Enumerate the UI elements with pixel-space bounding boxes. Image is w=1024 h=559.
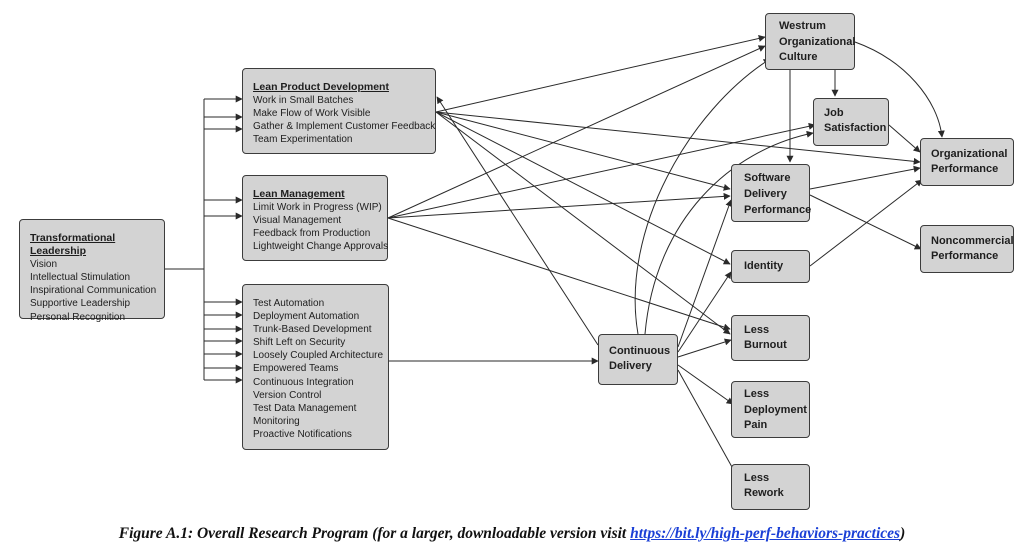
job-satisfaction-box: Job Satisfaction (813, 98, 889, 146)
lm-item-visual-management: Visual Management (253, 215, 342, 227)
pain-line-1: Less (744, 388, 770, 400)
woc-line-3: Culture (779, 51, 818, 63)
tl-item-inspirational-communication: Inspirational Communication (30, 285, 157, 297)
sdp-line-2: Delivery (744, 188, 787, 200)
lean-management-box: Lean Management Limit Work in Progress (… (242, 175, 388, 261)
js-line-1: Job (824, 107, 844, 119)
tech-item-version-control: Version Control (253, 389, 322, 401)
cd-line-2: Delivery (609, 360, 652, 372)
burnout-line-1: Less (744, 324, 770, 336)
lean-management-title: Lean Management (253, 188, 345, 200)
sdp-line-1: Software (744, 172, 791, 184)
edge-woc-op (854, 41, 945, 138)
tech-item-loosely-coupled: Loosely Coupled Architecture (253, 350, 384, 362)
sdp-line-3: Performance (744, 204, 812, 216)
lean-product-development-title: Lean Product Development (253, 81, 389, 93)
figure-caption: Figure A.1: Overall Research Program (fo… (0, 525, 1024, 543)
tl-item-supportive-leadership: Supportive Leadership (30, 298, 131, 310)
identity-line-1: Identity (744, 260, 784, 272)
software-delivery-performance-box: Software Delivery Performance (731, 164, 812, 222)
pain-line-2: Deployment (744, 403, 807, 416)
lpd-item-customer-feedback: Gather & Implement Customer Feedback (253, 121, 436, 133)
edge-cd-rework (677, 369, 738, 477)
edge-sdp-ncp (809, 194, 922, 250)
edge-lpd-identity (435, 111, 731, 265)
edge-identity-op (809, 179, 923, 267)
edge-sdp-op (809, 165, 921, 190)
tl-item-intellectual-stimulation: Intellectual Stimulation (30, 272, 131, 284)
tech-item-continuous-integration: Continuous Integration (253, 376, 354, 388)
edge-lm-js (387, 122, 816, 219)
tech-item-deployment-automation: Deployment Automation (253, 311, 360, 323)
edge-cd-lpd (436, 96, 599, 346)
tech-item-proactive-notifications: Proactive Notifications (253, 428, 352, 440)
lm-item-change-approvals: Lightweight Change Approvals (253, 241, 389, 253)
lpd-item-team-experimentation: Team Experimentation (253, 134, 353, 146)
ncp-line-2: Performance (931, 250, 999, 262)
ncp-line-1: Noncommercial (931, 235, 1014, 247)
rework-line-2: Rework (744, 487, 784, 499)
less-deployment-pain-box: Less Deployment Pain (731, 381, 810, 438)
transformational-leadership-title: Transformational Leadership (30, 232, 116, 258)
edge-lm-sdp (387, 192, 731, 219)
woc-line-2: Organizational (779, 35, 856, 48)
lm-item-limit-wip: Limit Work in Progress (WIP) (253, 202, 382, 214)
edge-cd-js (644, 130, 814, 335)
tl-item-personal-recognition: Personal Recognition (30, 311, 126, 323)
edge-cd-pain (677, 364, 734, 405)
tech-item-trunk-based: Trunk-Based Development (253, 324, 372, 336)
op-line-1: Organizational (931, 148, 1008, 160)
tech-item-test-automation: Test Automation (253, 298, 325, 309)
cd-line-1: Continuous (609, 345, 671, 357)
caption-text: Figure A.1: Overall Research Program (fo… (118, 525, 631, 542)
burnout-line-2: Burnout (744, 339, 787, 351)
edge-lpd-sdp (435, 111, 731, 191)
tech-item-empowered-teams: Empowered Teams (253, 363, 339, 375)
technical-practices-box: Test Automation Deployment Automation Tr… (242, 284, 389, 450)
tl-item-vision: Vision (30, 259, 58, 271)
edge-cd-woc (634, 58, 771, 335)
tech-item-test-data-management: Test Data Management (253, 402, 357, 414)
caption-link[interactable]: https://bit.ly/high-perf-behaviors-pract… (630, 525, 901, 542)
less-rework-box: Less Rework (731, 464, 810, 510)
lean-product-development-box: Lean Product Development Work in Small B… (242, 68, 436, 154)
op-line-2: Performance (931, 163, 999, 175)
noncommercial-performance-box: Noncommercial Performance (920, 225, 1014, 273)
westrum-culture-box: Westrum Organizational Culture (765, 13, 855, 70)
organizational-performance-box: Organizational Performance (920, 138, 1014, 186)
lm-item-feedback-production: Feedback from Production (253, 228, 371, 240)
edge-lpd-burnout (435, 111, 731, 335)
edge-lm-woc (387, 45, 766, 219)
edge-lpd-woc (435, 34, 766, 113)
transformational-leadership-box: Transformational Leadership Vision Intel… (19, 219, 165, 323)
js-line-2: Satisfaction (824, 122, 887, 134)
identity-box: Identity (731, 250, 810, 283)
tech-item-monitoring: Monitoring (253, 415, 300, 427)
rework-line-1: Less (744, 472, 770, 484)
pain-line-3: Pain (744, 419, 768, 431)
edge-cd-identity (677, 271, 732, 353)
woc-line-1: Westrum (779, 20, 826, 32)
less-burnout-box: Less Burnout (731, 315, 810, 361)
continuous-delivery-box: Continuous Delivery (598, 334, 678, 385)
lpd-item-small-batches: Work in Small Batches (253, 95, 354, 107)
edge-lm-burnout (387, 217, 731, 331)
tech-item-shift-left-security: Shift Left on Security (253, 337, 346, 349)
edge-cd-burnout (677, 338, 732, 358)
edge-lpd-op (435, 111, 921, 165)
edge-js-op (888, 124, 921, 153)
edge-cd-sdp (677, 199, 733, 348)
caption-end: ) (900, 525, 906, 542)
lpd-item-flow-visible: Make Flow of Work Visible (253, 108, 371, 120)
